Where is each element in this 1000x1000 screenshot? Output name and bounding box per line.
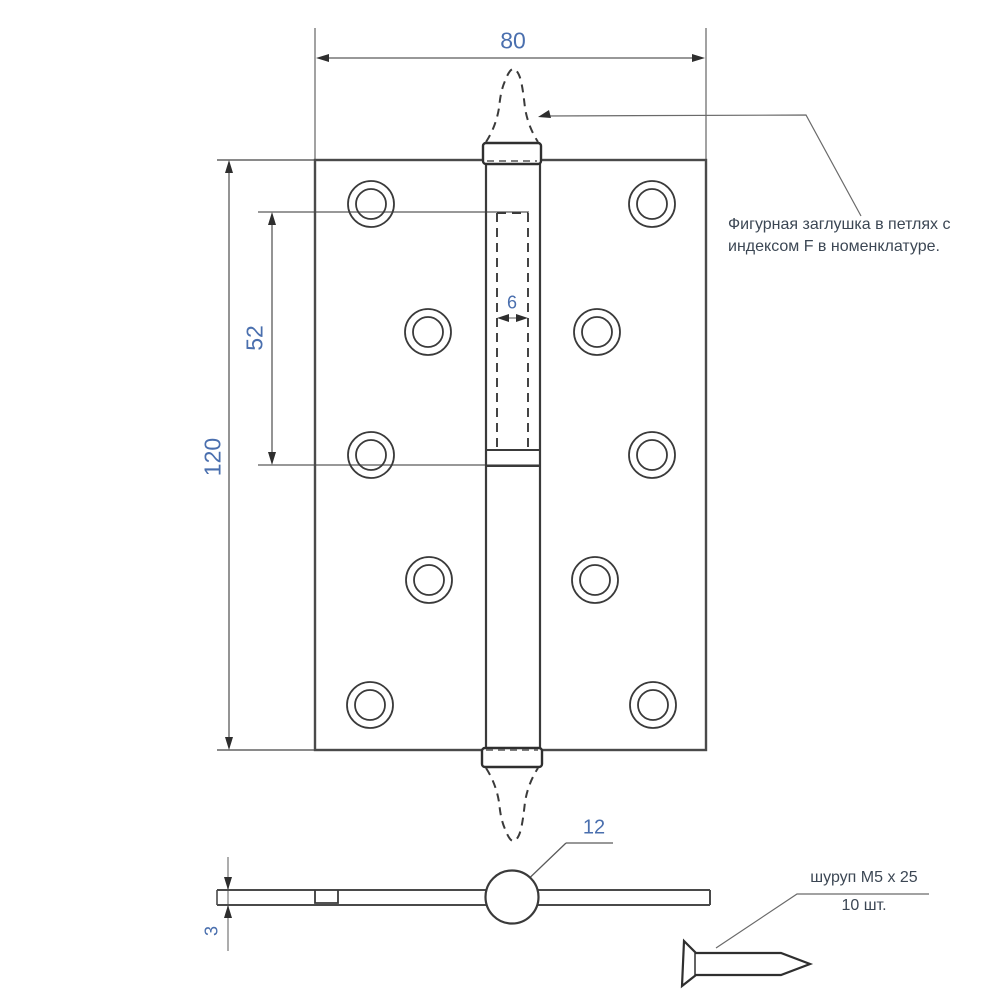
leader-screw-label [715,893,929,949]
screw-body [680,938,814,989]
dimension-lines [224,54,705,918]
arrow-120-top [225,160,233,173]
screw-qty: 10 шт. [841,897,887,914]
knuckle-section-circle [484,869,540,925]
screw-hole [629,681,677,729]
arrow-80-left [316,54,329,62]
front-view [313,67,708,843]
leader-finial-note [543,114,862,217]
screw-hole [347,431,395,479]
leaf-step-notch [314,890,339,904]
finial-note: Фигурная заглушка в петлях с индексом F … [728,214,950,258]
pin-insert-hidden [496,212,529,449]
bottom-view [216,869,711,925]
leader-finial-arrow [538,110,551,118]
pin-cap-top [481,141,543,166]
screw-hole [573,308,621,356]
arrow-3-top [224,877,232,890]
dim-label-12: 12 [582,816,606,839]
leader-lines [543,114,929,949]
screw-drawing [680,938,814,989]
extension-lines [217,28,707,951]
screw-hole [571,556,619,604]
finial-note-line2: индексом F в номенклатуре. [728,238,940,255]
arrow-6-left [497,314,509,322]
screw-hole [405,556,453,604]
screw-hole [628,431,676,479]
arrow-3-bottom [224,905,232,918]
finial-plug-top [485,67,539,143]
screw-holes [346,180,677,729]
finial-note-line1: Фигурная заглушка в петлях с [728,216,951,233]
arrow-80-right [692,54,705,62]
arrow-120-bottom [225,737,233,750]
finial-plug-bottom [485,767,539,843]
arrow-6-right [516,314,528,322]
dim-label-3: 3 [201,925,222,937]
dim-label-6: 6 [506,292,518,313]
dim-label-52: 52 [241,325,268,351]
screw-label: шуруп M5 x 25 [810,869,918,886]
dim-label-120: 120 [199,437,226,477]
arrow-52-top [268,212,276,225]
dim-label-80: 80 [500,27,526,54]
hinge-plate-outline [313,158,708,752]
screw-hole [346,681,394,729]
screw-hole [404,308,452,356]
screw-hole [347,180,395,228]
screw-hole [628,180,676,228]
pin-cap-bottom [480,746,544,769]
arrow-52-bottom [268,452,276,465]
